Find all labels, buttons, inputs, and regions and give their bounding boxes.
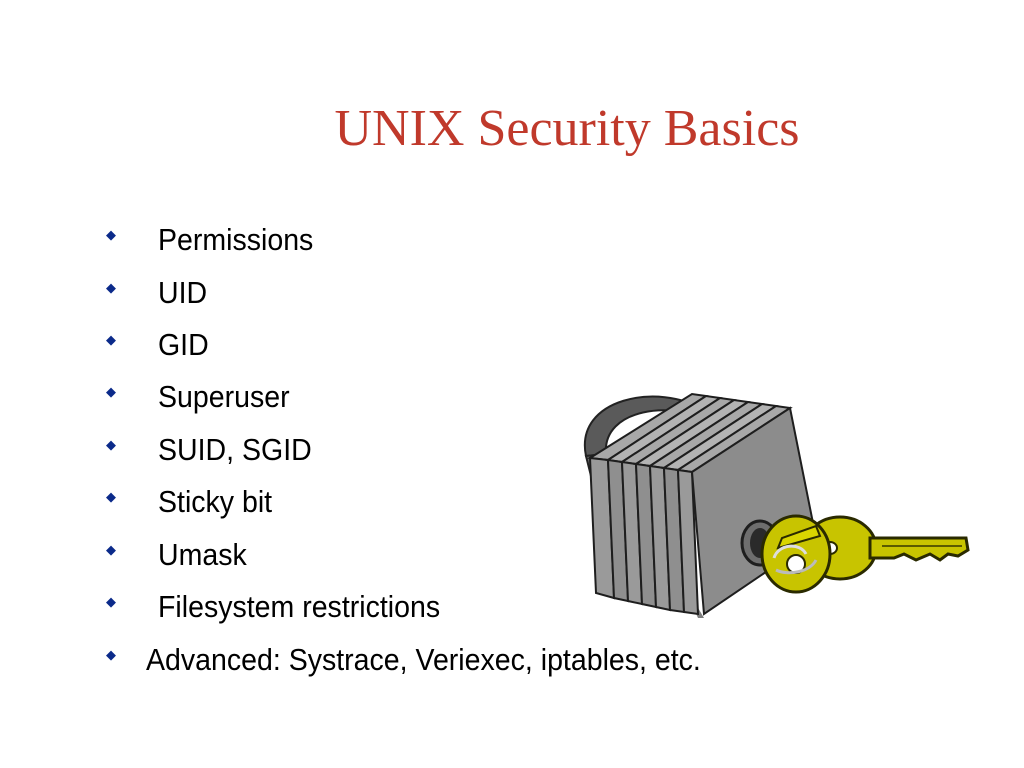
- bullet-text: UID: [158, 275, 208, 310]
- bullet-text: Filesystem restrictions: [158, 589, 441, 624]
- key-icon: [760, 514, 970, 594]
- bullet-text: Umask: [158, 537, 247, 572]
- bullet-text: GID: [158, 327, 209, 362]
- diamond-bullet-icon: ◆: [106, 543, 116, 558]
- diamond-bullet-icon: ◆: [106, 595, 116, 610]
- diamond-bullet-icon: ◆: [106, 333, 116, 348]
- bullet-text: SUID, SGID: [158, 432, 312, 467]
- diamond-bullet-icon: ◆: [106, 385, 116, 400]
- diamond-bullet-icon: ◆: [106, 490, 116, 505]
- diamond-bullet-icon: ◆: [106, 281, 116, 296]
- bullet-text: Superuser: [158, 379, 290, 414]
- bullet-text: Advanced: Systrace, Veriexec, iptables, …: [146, 642, 701, 677]
- diamond-bullet-icon: ◆: [106, 438, 116, 453]
- slide-title: UNIX Security Basics: [334, 100, 800, 157]
- padlock-with-keys-illustration: [583, 392, 970, 618]
- bullet-text: Permissions: [158, 222, 314, 257]
- diamond-bullet-icon: ◆: [106, 228, 116, 243]
- bullet-text: Sticky bit: [158, 484, 273, 519]
- diamond-bullet-icon: ◆: [106, 648, 116, 663]
